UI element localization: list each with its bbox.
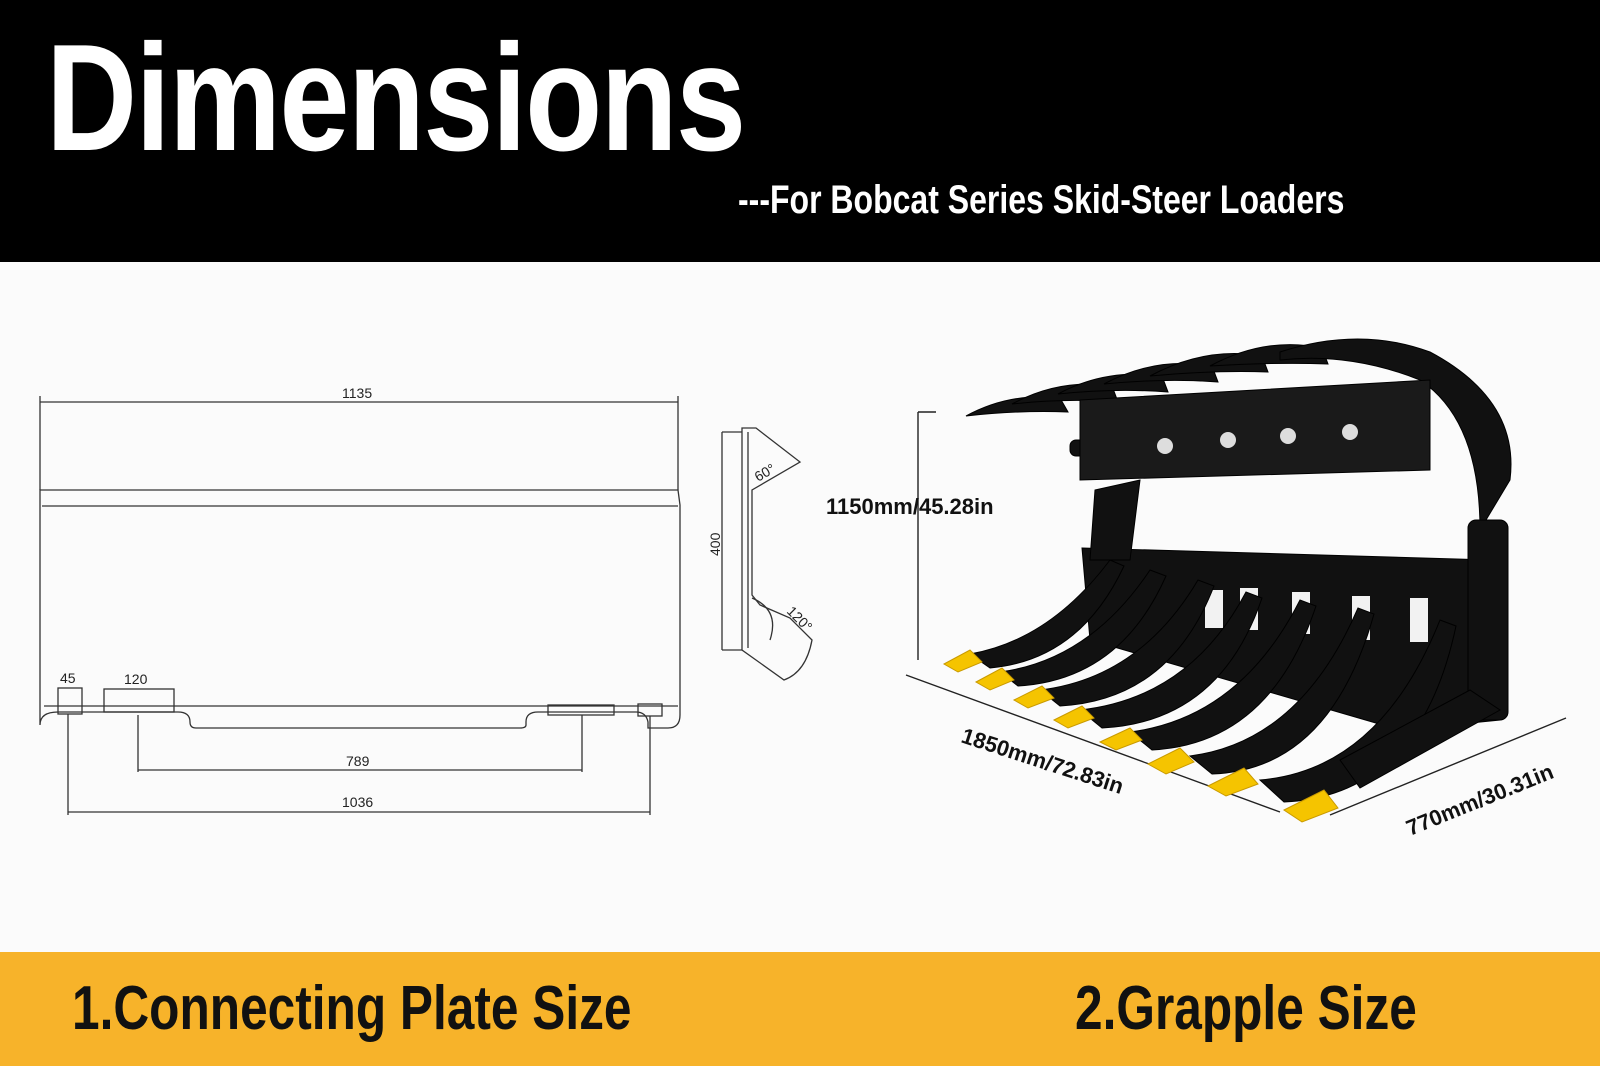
side-profile-outline xyxy=(741,427,813,681)
lower-tine xyxy=(1078,591,1263,729)
label-grapple-length: 1850mm/72.83in xyxy=(958,723,1126,799)
label-angle-60: 60° xyxy=(752,460,778,484)
diagram-svg: 1135 400 60° 120° 45 120 789 1036 xyxy=(39,338,1567,841)
page-subtitle: ---For Bobcat Series Skid-Steer Loaders xyxy=(738,178,1345,222)
label-angle-120: 120° xyxy=(784,603,816,635)
hinge-bracket xyxy=(1089,479,1141,561)
label-789: 789 xyxy=(346,753,370,769)
connecting-plate-drawing xyxy=(39,396,813,815)
lug-hole xyxy=(1157,438,1173,454)
tooth xyxy=(1146,747,1195,775)
lower-tine xyxy=(1339,689,1501,789)
label-grapple-depth: 770mm/30.31in xyxy=(1403,759,1558,841)
caption-connecting-plate: 1.Connecting Plate Size xyxy=(72,974,632,1043)
label-1036: 1036 xyxy=(342,794,373,810)
frame-window xyxy=(1410,598,1428,642)
top-frame xyxy=(1079,379,1431,481)
lug-hole xyxy=(1280,428,1296,444)
label-1135: 1135 xyxy=(342,385,372,401)
tooth xyxy=(942,649,983,673)
header-banner: Dimensions ---For Bobcat Series Skid-Ste… xyxy=(0,0,1600,262)
plate-outline xyxy=(39,489,681,729)
tooth xyxy=(1098,727,1143,751)
label-400: 400 xyxy=(707,532,723,556)
caption-grapple: 2.Grapple Size xyxy=(1075,974,1417,1043)
slot-small-left xyxy=(57,687,83,715)
lug-hole xyxy=(1220,432,1236,448)
tooth xyxy=(1052,705,1095,729)
tooth xyxy=(1283,789,1339,823)
tooth xyxy=(1206,767,1259,797)
grapple-dim-depth xyxy=(1329,717,1567,816)
lower-tine xyxy=(998,569,1167,687)
diagram-area: 1135 400 60° 120° 45 120 789 1036 xyxy=(0,262,1600,952)
tooth xyxy=(1012,685,1055,709)
slot-large-left xyxy=(103,688,175,713)
grapple-illustration xyxy=(905,338,1567,823)
slot-large-right xyxy=(547,704,615,716)
label-120: 120 xyxy=(124,671,148,687)
lower-tine xyxy=(968,559,1125,669)
lug-hole xyxy=(1342,424,1358,440)
tooth xyxy=(974,667,1015,691)
side-profile-notch xyxy=(751,597,774,641)
page-title: Dimensions xyxy=(46,13,746,183)
lower-tine xyxy=(1038,579,1215,707)
lower-tine xyxy=(1188,607,1375,775)
footer-banner: 1.Connecting Plate Size 2.Grapple Size xyxy=(0,952,1600,1066)
side-plate xyxy=(1467,519,1509,721)
label-45: 45 xyxy=(60,670,76,686)
lower-tine xyxy=(1128,599,1317,751)
label-grapple-height: 1150mm/45.28in xyxy=(826,494,994,519)
frame-window xyxy=(1205,590,1223,628)
